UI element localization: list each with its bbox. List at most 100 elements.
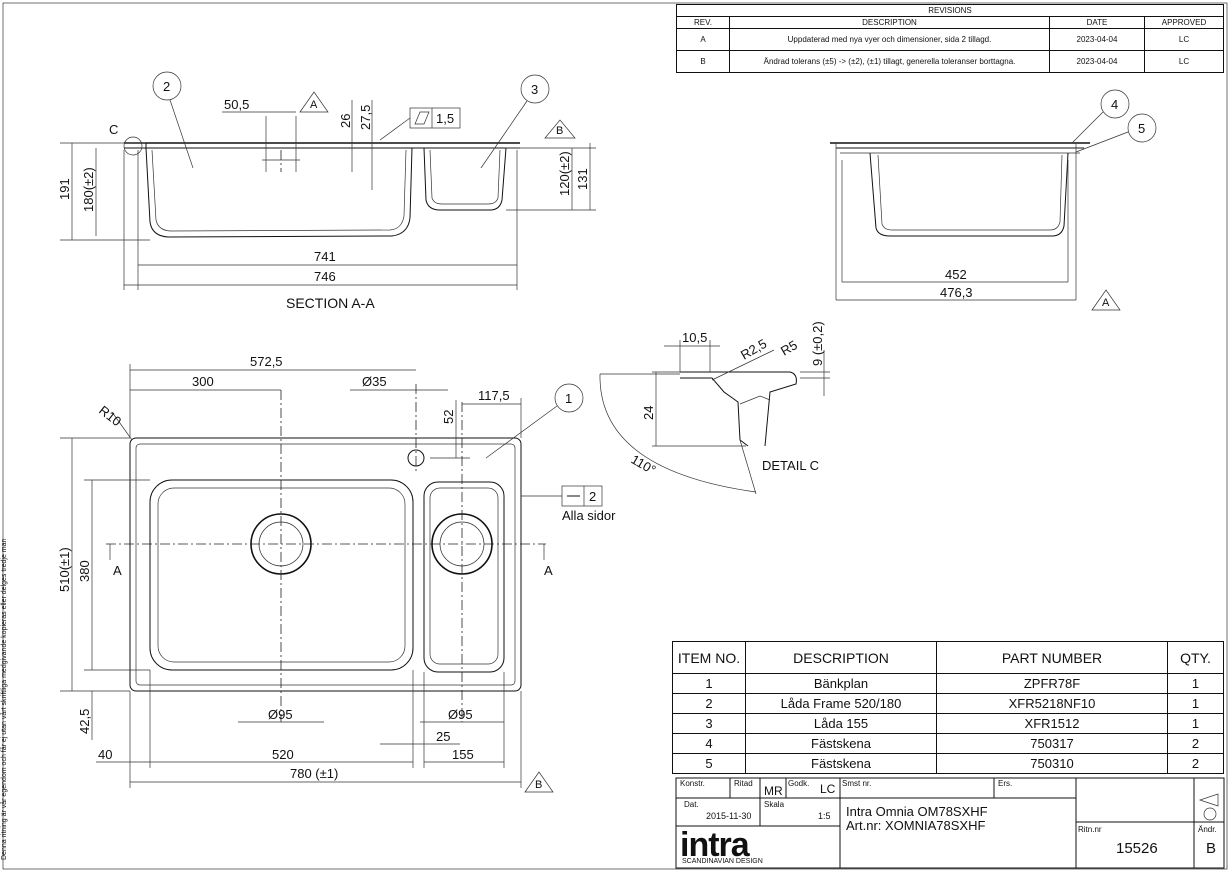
- rev-header-description: DESCRIPTION: [729, 16, 1050, 29]
- bom-item: 2: [672, 693, 746, 714]
- ers-label: Ers.: [998, 779, 1013, 788]
- bom-row: 1 Bänkplan ZPFR78F 1: [672, 673, 1224, 694]
- dim-42-5: 42,5: [77, 709, 92, 734]
- revisions-caption: REVISIONS: [676, 4, 1224, 17]
- revision-date: 2023-04-04: [1049, 50, 1145, 73]
- bom-row: 2 Låda Frame 520/180 XFR5218NF10 1: [672, 693, 1224, 714]
- godk-value: LC: [820, 782, 836, 796]
- andr-label: Ändr.: [1198, 825, 1217, 834]
- top-datum-b: B: [535, 779, 542, 791]
- bom-header-part: PART NUMBER: [936, 641, 1168, 674]
- revision-approved: LC: [1144, 50, 1224, 73]
- revision-letter: B: [1206, 840, 1217, 857]
- bom-header-qty: QTY.: [1167, 641, 1224, 674]
- bom-description: Låda Frame 520/180: [745, 693, 937, 714]
- intra-logo-subtitle: SCANDINAVIAN DESIGN: [682, 858, 763, 865]
- dim-24: 24: [641, 406, 656, 420]
- skala-label: Skala: [764, 800, 785, 809]
- title-block-frame: [675, 777, 1225, 869]
- revision-description: Ändrad tolerans (±5) -> (±2), (±1) tilla…: [729, 50, 1050, 73]
- bom-item: 5: [672, 753, 746, 774]
- rev-header-approved: APPROVED: [1144, 16, 1224, 29]
- bom-qty: 2: [1167, 753, 1224, 774]
- ritn-label: Ritn.nr: [1078, 825, 1102, 834]
- dim-117-5: 117,5: [478, 388, 510, 403]
- dim-110-deg: 110°: [629, 452, 659, 478]
- dim-741: 741: [314, 249, 336, 264]
- dat-value: 2015-11-30: [706, 811, 752, 821]
- bom-item: 4: [672, 733, 746, 754]
- bom-qty: 1: [1167, 693, 1224, 714]
- revision-row: B Ändrad tolerans (±5) -> (±2), (±1) til…: [676, 50, 1224, 73]
- bom-row: 4 Fästskena 750317 2: [672, 733, 1224, 754]
- dat-label: Dat.: [684, 800, 699, 809]
- revisions-table: REVISIONS REV. DESCRIPTION DATE APPROVED…: [676, 4, 1224, 73]
- detail-c-title: DETAIL C: [762, 458, 819, 473]
- sheet-border: [2, 2, 1228, 870]
- callout-3: 3: [531, 82, 538, 97]
- dim-9: 9 (±0,2): [810, 321, 825, 366]
- revision-row: A Uppdaterad med nya vyer och dimensione…: [676, 28, 1224, 51]
- top-section-a-right: A: [544, 563, 553, 578]
- side-datum-a: A: [1102, 297, 1110, 309]
- dim-26: 26: [338, 114, 353, 128]
- bom-part: 750317: [936, 733, 1168, 754]
- side-note: Denna ritning är vår egendom och får ej …: [0, 538, 8, 860]
- bom-item: 1: [672, 673, 746, 694]
- ritad-value: MR: [764, 784, 783, 798]
- dim-380: 380: [77, 560, 92, 582]
- bom-part: XFR5218NF10: [936, 693, 1168, 714]
- top-section-a-left: A: [113, 563, 122, 578]
- dim-452: 452: [945, 267, 967, 282]
- dim-510: 510(±1): [57, 547, 72, 592]
- title-block: Konstr. Ritad MR Godk. LC Smst nr. Ers. …: [676, 778, 1224, 868]
- bom-table: ITEM NO. DESCRIPTION PART NUMBER QTY. 1 …: [672, 641, 1224, 774]
- skala-value: 1:5: [818, 811, 831, 821]
- dim-25: 25: [436, 729, 450, 744]
- bom-part: ZPFR78F: [936, 673, 1168, 694]
- bom-header-description: DESCRIPTION: [745, 641, 937, 674]
- bom-qty: 2: [1167, 733, 1224, 754]
- flatness-note: Alla sidor: [562, 508, 616, 523]
- section-title: SECTION A-A: [286, 295, 375, 311]
- section-flatness-value: 1,5: [436, 111, 454, 126]
- revision-description: Uppdaterad med nya vyer och dimensioner,…: [729, 28, 1050, 51]
- bom-qty: 1: [1167, 713, 1224, 734]
- dim-191: 191: [57, 178, 72, 200]
- bom-row: 3 Låda 155 XFR1512 1: [672, 713, 1224, 734]
- callout-5: 5: [1138, 121, 1145, 136]
- dim-phi-35: Ø35: [362, 374, 387, 389]
- dim-300: 300: [192, 374, 214, 389]
- bom-description: Fästskena: [745, 753, 937, 774]
- detail-c-view: 24 10,5 R2,5 R5 9 (±0,2) 110° DETAIL C: [599, 321, 830, 495]
- dim-572-5: 572,5: [250, 354, 283, 369]
- dim-phi-95-a: Ø95: [268, 707, 293, 722]
- dim-50-5: 50,5: [224, 97, 249, 112]
- ritad-label: Ritad: [734, 779, 753, 788]
- bom-item: 3: [672, 713, 746, 734]
- dim-476-3: 476,3: [940, 285, 973, 300]
- smst-label: Smst nr.: [842, 779, 872, 788]
- dim-r5: R5: [778, 337, 800, 358]
- revision-rev: B: [676, 50, 730, 73]
- bom-qty: 1: [1167, 673, 1224, 694]
- bom-description: Fästskena: [745, 733, 937, 754]
- godk-label: Godk.: [788, 779, 810, 788]
- article-number: Art.nr: XOMNIA78SXHF: [846, 818, 986, 833]
- bom-header-item: ITEM NO.: [672, 641, 746, 674]
- dim-120: 120(±2): [557, 151, 572, 196]
- section-datum-b: B: [556, 125, 563, 137]
- bom-description: Bänkplan: [745, 673, 937, 694]
- dim-40: 40: [98, 747, 112, 762]
- bom-description: Låda 155: [745, 713, 937, 734]
- callout-4: 4: [1111, 97, 1118, 112]
- section-datum-a: A: [310, 99, 318, 111]
- dim-155: 155: [452, 747, 474, 762]
- bom-part: XFR1512: [936, 713, 1168, 734]
- dim-27-5: 27,5: [358, 105, 373, 130]
- dim-520: 520: [272, 747, 294, 762]
- dim-r2-5: R2,5: [738, 336, 769, 363]
- revision-rev: A: [676, 28, 730, 51]
- dim-10-5: 10,5: [682, 330, 707, 345]
